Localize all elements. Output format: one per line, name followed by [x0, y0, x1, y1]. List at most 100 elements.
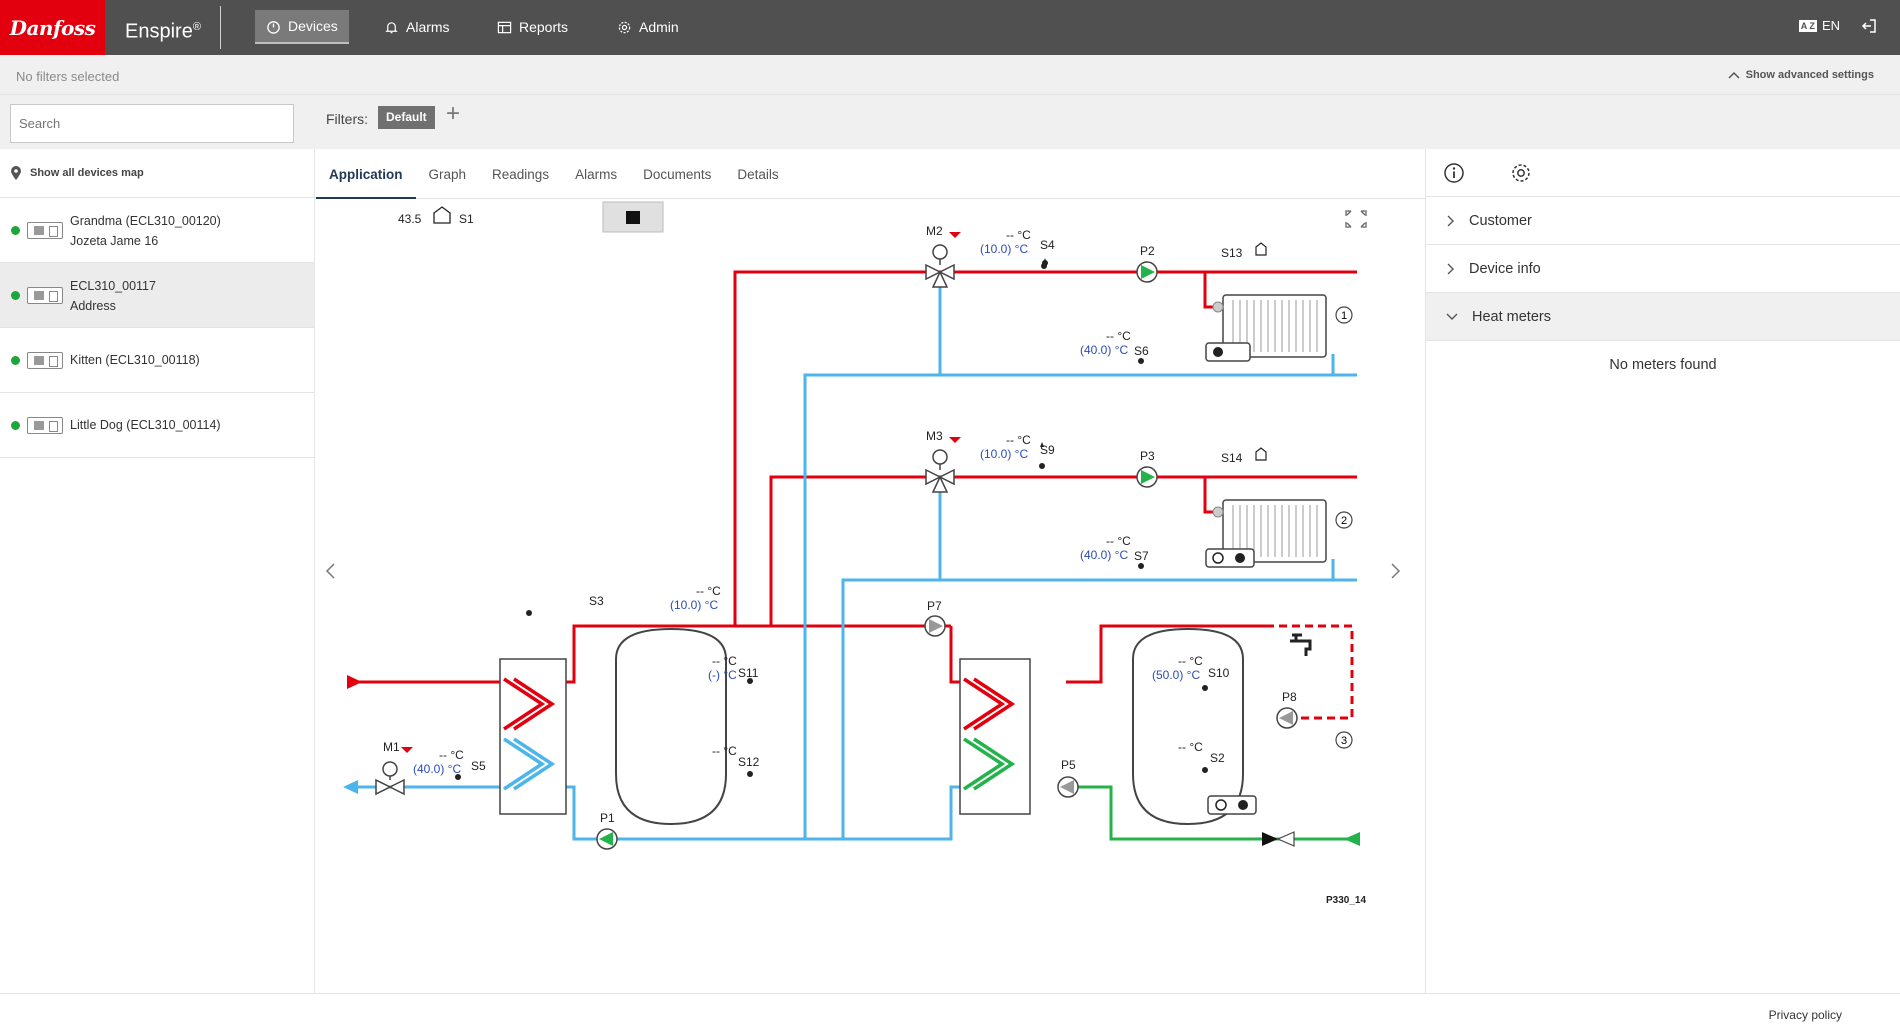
tab-graph[interactable]: Graph [428, 167, 467, 182]
top-bar: Danfoss Enspire® Devices Alarms Reports … [0, 0, 1900, 55]
show-all-devices-map-link[interactable]: Show all devices map [0, 149, 314, 198]
label-p7: P7 [927, 599, 942, 613]
label-s6: S6 [1134, 344, 1149, 358]
device-address: Jozeta Jame 16 [70, 234, 159, 248]
right-panel: Customer Device info Heat meters No mete… [1425, 149, 1900, 994]
gauge-icon [267, 20, 280, 34]
circuit-3-label: 3 [1341, 735, 1347, 747]
tab-application[interactable]: Application [316, 149, 416, 199]
tab-documents[interactable]: Documents [643, 167, 712, 182]
label-s10: S10 [1208, 666, 1230, 680]
settings-gear-icon[interactable] [1510, 162, 1532, 184]
no-meters-message: No meters found [1609, 357, 1717, 373]
s6-setpoint: (40.0) °C [1080, 343, 1128, 357]
tab-alarms[interactable]: Alarms [575, 167, 618, 182]
s10-temp: -- °C [1178, 654, 1203, 668]
device-item-little-dog[interactable]: Little Dog (ECL310_00114) [0, 393, 314, 458]
filter-chip-default[interactable]: Default [378, 106, 435, 129]
danfoss-logo[interactable]: Danfoss [0, 0, 105, 55]
search-input[interactable] [10, 104, 294, 143]
label-s9: S9 [1040, 443, 1055, 457]
s9-temp: -- °C [1006, 433, 1031, 447]
circulation-pipe [1266, 624, 1354, 720]
label-m2: M2 [926, 224, 943, 238]
tab-bar: Application Graph Readings Alarms Docume… [316, 149, 1425, 199]
status-online-dot [11, 226, 20, 235]
brand-divider [220, 6, 221, 49]
prev-diagram-icon[interactable] [325, 563, 335, 579]
table-icon [497, 21, 512, 33]
device-name: Little Dog (ECL310_00114) [70, 418, 221, 432]
stop-icon [626, 211, 640, 224]
device-item-kitten[interactable]: Kitten (ECL310_00118) [0, 328, 314, 393]
search-row: Filters: Default + [0, 95, 1900, 149]
pump-p7 [924, 615, 946, 637]
s7-setpoint: (40.0) °C [1080, 548, 1128, 562]
show-advanced-settings-link[interactable]: Show advanced settings [1728, 69, 1874, 81]
label-s11: S11 [738, 666, 759, 680]
device-list: Show all devices map Grandma (ECL310_001… [0, 149, 315, 994]
panel-row-device-info[interactable]: Device info [1426, 245, 1900, 293]
map-pin-icon [11, 165, 21, 180]
label-s4: S4 [1040, 238, 1055, 252]
dhw-controller-box [1207, 795, 1257, 815]
device-icon [27, 352, 63, 369]
footer: Privacy policy [0, 993, 1900, 1036]
device-item-ecl310-00117[interactable]: ECL310_00117 Address [0, 263, 314, 328]
label-s5: S5 [471, 759, 486, 773]
s11-setpoint: (-) °C [708, 668, 737, 682]
nav-admin[interactable]: Admin [606, 10, 690, 44]
nav-devices[interactable]: Devices [255, 10, 349, 44]
s3-temp: -- °C [696, 584, 721, 598]
dhw-tank [1132, 627, 1244, 826]
label-p1: P1 [600, 811, 615, 825]
language-selector[interactable]: A Z EN [1798, 18, 1840, 33]
sensor-pins [455, 258, 1208, 780]
panel-row-heat-meters[interactable]: Heat meters [1426, 293, 1900, 341]
tab-details[interactable]: Details [737, 167, 779, 182]
device-item-grandma[interactable]: Grandma (ECL310_00120) Jozeta Jame 16 [0, 198, 314, 263]
s11-temp: -- °C [712, 654, 737, 668]
supply-pipes [354, 270, 1357, 684]
hydraulic-diagram: 1 2 3 43.5 S1 M2 M3 M1 P2 P3 P7 P1 P5 P8… [325, 201, 1401, 906]
filter-status-bar: No filters selected Show advanced settin… [0, 55, 1900, 95]
status-online-dot [11, 421, 20, 430]
logout-icon[interactable] [1860, 17, 1878, 35]
label-p2: P2 [1140, 244, 1155, 258]
nav-reports[interactable]: Reports [486, 10, 579, 44]
buffer-tank [615, 627, 727, 826]
pump-p3 [1136, 466, 1158, 488]
add-filter-button[interactable]: + [446, 100, 461, 127]
filter-status-text: No filters selected [16, 69, 120, 84]
tab-readings[interactable]: Readings [492, 167, 550, 182]
valve-m1 [375, 747, 413, 796]
privacy-policy-link[interactable]: Privacy policy [1768, 1008, 1842, 1022]
radiator-2 [1205, 499, 1327, 568]
label-p8: P8 [1282, 690, 1297, 704]
house-icon [1255, 242, 1267, 256]
check-valve [1262, 831, 1295, 847]
next-diagram-icon[interactable] [1391, 563, 1401, 579]
s12-temp: -- °C [712, 744, 737, 758]
device-address: Address [70, 299, 116, 313]
device-name: Kitten (ECL310_00118) [70, 353, 200, 367]
info-icon[interactable] [1443, 162, 1465, 184]
chevron-down-icon [1446, 313, 1458, 320]
language-icon: A Z [1798, 19, 1817, 32]
gear-icon [1238, 800, 1248, 810]
circuit-3-marker [1335, 731, 1353, 749]
device-icon [27, 222, 63, 239]
label-s12: S12 [738, 755, 760, 769]
bell-icon [385, 21, 398, 33]
status-online-dot [11, 356, 20, 365]
s7-temp: -- °C [1106, 534, 1131, 548]
radiator-1 [1205, 294, 1327, 362]
device-name: ECL310_00117 [70, 279, 156, 293]
s9-setpoint: (10.0) °C [980, 447, 1028, 461]
house-icon [433, 206, 451, 224]
fullscreen-icon[interactable] [1345, 210, 1367, 228]
circuit-2-label: 2 [1341, 515, 1347, 527]
s1-value: 43.5 [398, 212, 422, 226]
nav-alarms[interactable]: Alarms [373, 10, 461, 44]
panel-row-customer[interactable]: Customer [1426, 197, 1900, 245]
